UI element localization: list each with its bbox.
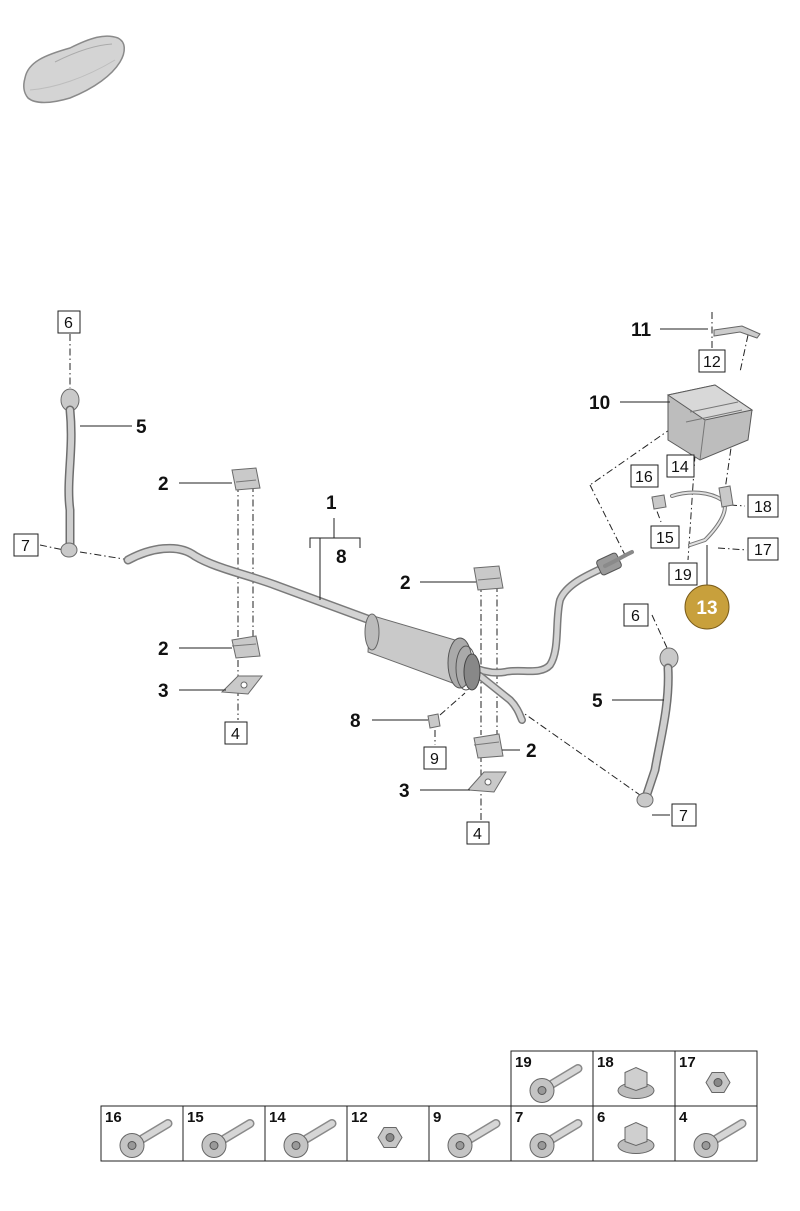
svg-text:6: 6 xyxy=(597,1109,605,1126)
rubber-bearing-bottom-left xyxy=(231,635,261,659)
coupling-rod-right xyxy=(636,647,679,808)
clamp-left xyxy=(220,675,264,695)
callout-5-left: 5 xyxy=(136,417,147,438)
svg-text:14: 14 xyxy=(671,459,689,476)
fastener-cell-19: 19 xyxy=(510,1050,594,1107)
svg-text:7: 7 xyxy=(679,808,688,825)
fastener-table: 19 18 17 16 15 14 12 9 7 6 4 xyxy=(100,1050,758,1162)
callout-13-highlight[interactable]: 13 xyxy=(684,584,730,630)
fastener-cell-9: 9 xyxy=(428,1105,512,1162)
svg-text:9: 9 xyxy=(433,1109,441,1126)
callout-11: 11 xyxy=(631,320,652,341)
svg-text:18: 18 xyxy=(597,1054,614,1071)
callout-3-b: 3 xyxy=(399,781,410,802)
callout-8-top: 8 xyxy=(336,547,347,568)
callout-box-15: 15 xyxy=(650,525,680,549)
svg-text:18: 18 xyxy=(754,499,772,516)
rubber-bearing-top-left xyxy=(231,467,261,491)
coupling-rod-left xyxy=(60,388,80,558)
callout-box-4-left: 4 xyxy=(224,721,248,745)
svg-text:4: 4 xyxy=(231,726,240,743)
svg-text:7: 7 xyxy=(515,1109,523,1126)
callout-box-9: 9 xyxy=(423,746,447,770)
control-unit xyxy=(666,384,754,461)
svg-text:6: 6 xyxy=(64,315,73,332)
callout-box-16: 16 xyxy=(630,464,659,488)
fastener-cell-12: 12 xyxy=(346,1105,430,1162)
rubber-bearing-top-right xyxy=(473,565,504,591)
callout-2-c: 2 xyxy=(400,573,411,594)
bracket-11 xyxy=(713,325,761,339)
callout-box-6-top: 6 xyxy=(57,310,81,334)
clamp-right xyxy=(466,771,507,793)
fastener-cell-17: 17 xyxy=(674,1050,758,1107)
callout-2-d: 2 xyxy=(526,741,537,762)
stabilizer-bar xyxy=(123,543,622,724)
fastener-cell-15: 15 xyxy=(182,1105,266,1162)
callout-5-right: 5 xyxy=(592,691,603,712)
svg-text:6: 6 xyxy=(631,608,640,625)
clip xyxy=(427,713,441,729)
callout-box-14: 14 xyxy=(666,454,695,478)
svg-text:15: 15 xyxy=(187,1109,204,1126)
svg-text:12: 12 xyxy=(351,1109,368,1126)
callout-13-label: 13 xyxy=(696,598,717,619)
callout-box-18: 18 xyxy=(747,494,779,518)
fastener-cell-6: 6 xyxy=(592,1105,676,1162)
svg-text:17: 17 xyxy=(679,1054,696,1071)
callout-10: 10 xyxy=(589,393,610,414)
alignment-lines xyxy=(39,312,749,820)
callout-2-a: 2 xyxy=(158,474,169,495)
rubber-bearing-bottom-right xyxy=(473,733,504,759)
leader-lines xyxy=(80,328,708,816)
callout-box-7-right: 7 xyxy=(671,803,697,827)
svg-text:16: 16 xyxy=(105,1109,122,1126)
svg-text:7: 7 xyxy=(21,538,30,555)
callout-box-4-right: 4 xyxy=(466,821,490,845)
car-silhouette-icon xyxy=(23,35,125,104)
svg-text:16: 16 xyxy=(635,469,653,486)
svg-text:17: 17 xyxy=(754,542,772,559)
svg-text:9: 9 xyxy=(430,751,439,768)
svg-text:12: 12 xyxy=(703,354,721,371)
callout-8-clip: 8 xyxy=(350,711,361,732)
fastener-cell-18: 18 xyxy=(592,1050,676,1107)
fastener-cell-16: 16 xyxy=(100,1105,184,1162)
svg-text:15: 15 xyxy=(656,530,674,547)
callout-2-b: 2 xyxy=(158,639,169,660)
callout-box-6-right: 6 xyxy=(623,603,649,627)
fastener-cell-14: 14 xyxy=(264,1105,348,1162)
callout-box-19: 19 xyxy=(668,562,698,586)
bold-callouts: 1 8 2 2 3 2 2 3 8 5 5 10 11 xyxy=(136,320,652,802)
svg-text:19: 19 xyxy=(515,1054,532,1071)
callout-box-12: 12 xyxy=(698,349,726,373)
callout-box-17: 17 xyxy=(747,537,779,561)
callout-1: 1 xyxy=(326,493,337,514)
boxed-callouts: 6 7 4 9 4 6 7 12 xyxy=(13,310,779,845)
svg-text:4: 4 xyxy=(473,826,482,843)
svg-text:14: 14 xyxy=(269,1109,286,1126)
svg-text:4: 4 xyxy=(679,1109,688,1126)
callout-box-7-left: 7 xyxy=(13,533,39,557)
fastener-cell-4: 4 xyxy=(674,1105,758,1162)
fastener-cell-7: 7 xyxy=(510,1105,594,1162)
callout-3-a: 3 xyxy=(158,681,169,702)
svg-text:19: 19 xyxy=(674,567,692,584)
holder-13 xyxy=(651,485,734,547)
